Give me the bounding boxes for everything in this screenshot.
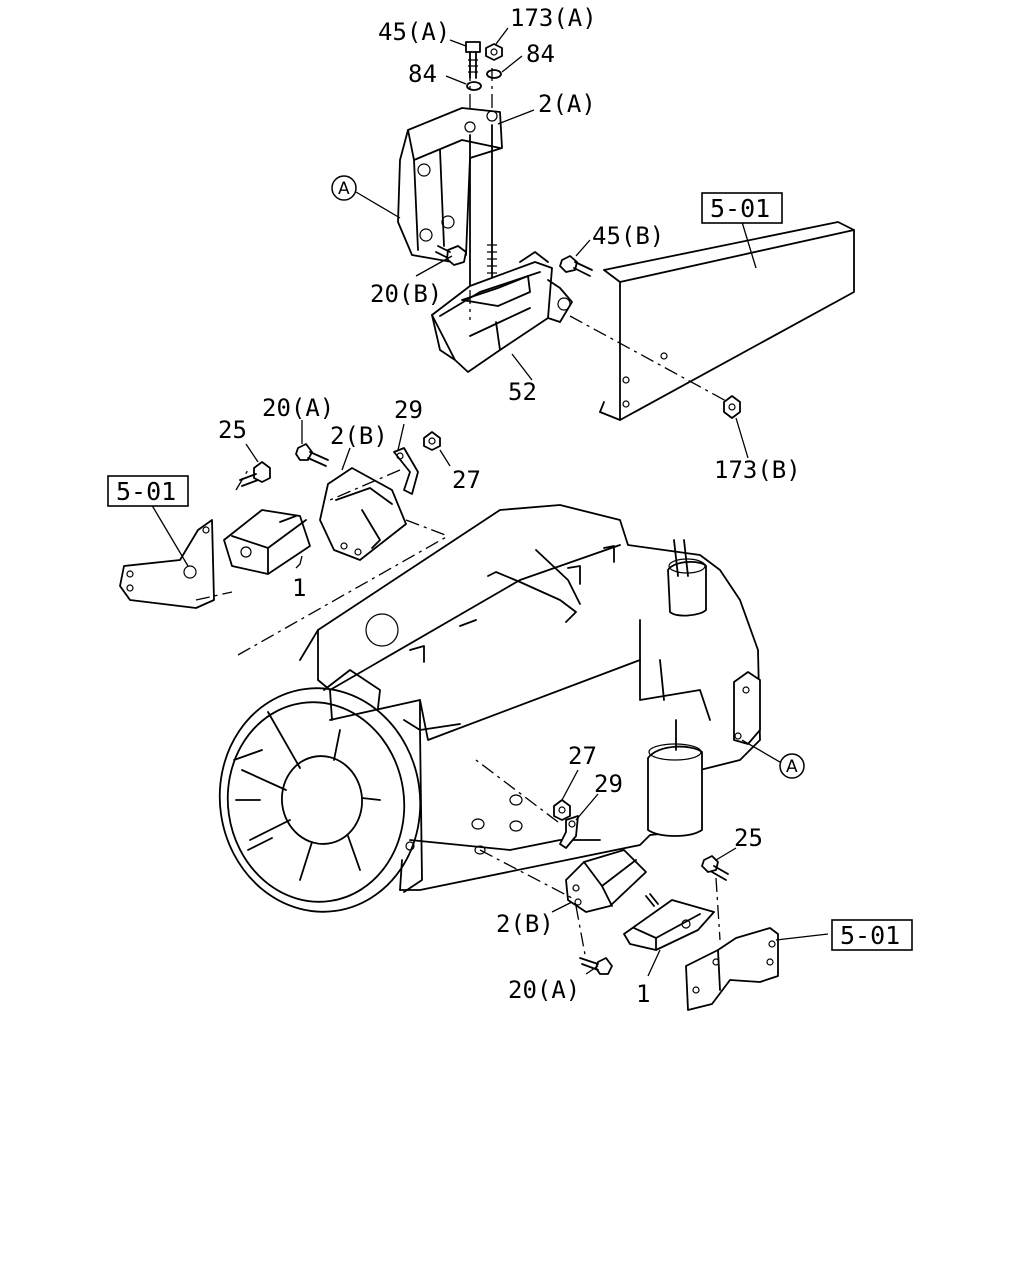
nut-173a: [485, 43, 503, 61]
frame-rail-top: [599, 221, 855, 421]
label-29-top: 29: [394, 396, 423, 424]
svg-text:A: A: [786, 757, 798, 777]
bolt-45b: [559, 255, 593, 277]
label-84-left: 84: [408, 60, 437, 88]
leader-lines: [149, 27, 829, 977]
mount-insulator-1-left: [223, 509, 311, 575]
flywheel-fan: [218, 669, 423, 913]
label-1-bottom: 1: [636, 980, 650, 1008]
nut-27-bottom: [553, 799, 571, 821]
clip-29-bottom: [559, 815, 579, 849]
svg-text:5-01: 5-01: [116, 477, 176, 506]
bracket-2b-top: [319, 467, 407, 561]
label-20a-top: 20(A): [262, 394, 334, 422]
reference-circle-a-top: A: [331, 175, 357, 201]
label-27-bottom: 27: [568, 742, 597, 770]
washer-84-left: [466, 81, 482, 91]
right-frame-bracket: [685, 927, 779, 1011]
label-25-bottom: 25: [734, 824, 763, 852]
nut-173b: [723, 395, 741, 419]
label-29-bottom: 29: [594, 770, 623, 798]
bracket-2b-bottom: [565, 849, 647, 913]
ref-box-501-left: 5-01: [107, 475, 189, 507]
nut-27-top: [423, 431, 441, 451]
svg-text:5-01: 5-01: [840, 921, 900, 950]
washer-84-right: [486, 69, 502, 79]
bolt-25-bottom: [701, 855, 729, 881]
ref-box-501-top: 5-01: [701, 192, 783, 224]
label-2b-bottom: 2(B): [496, 910, 554, 938]
label-52: 52: [508, 378, 537, 406]
label-20b: 20(B): [370, 280, 442, 308]
label-84-right: 84: [526, 40, 555, 68]
bolt-25-top: [239, 461, 271, 487]
engine-block: [299, 504, 761, 891]
label-173a: 173(A): [510, 4, 597, 32]
clip-29-top: [393, 447, 419, 495]
label-2b-top: 2(B): [330, 422, 388, 450]
svg-text:5-01: 5-01: [710, 194, 770, 223]
label-45a: 45(A): [378, 18, 450, 46]
label-20a-bottom: 20(A): [508, 976, 580, 1004]
callout-labels: 45(A) 173(A) 84 84 2(A) A 5-01 45(B) 20(…: [107, 4, 913, 1008]
reference-circle-a-right: A: [779, 753, 805, 779]
bolt-20a-top: [295, 443, 329, 467]
svg-text:A: A: [338, 179, 350, 199]
label-45b: 45(B): [592, 222, 664, 250]
bolt-45a: [465, 41, 481, 79]
ref-box-501-right: 5-01: [831, 919, 913, 951]
engine-bracket-2a: [397, 107, 503, 291]
left-frame-bracket: [119, 519, 215, 609]
bolt-20a-bottom: [579, 957, 613, 975]
mount-insulator-1-bottom: [623, 893, 715, 951]
label-2a: 2(A): [538, 90, 596, 118]
label-27-top: 27: [452, 466, 481, 494]
label-25-top: 25: [218, 416, 247, 444]
engine-mount-52: [431, 251, 573, 373]
label-173b: 173(B): [714, 456, 801, 484]
label-1-top: 1: [292, 574, 306, 602]
